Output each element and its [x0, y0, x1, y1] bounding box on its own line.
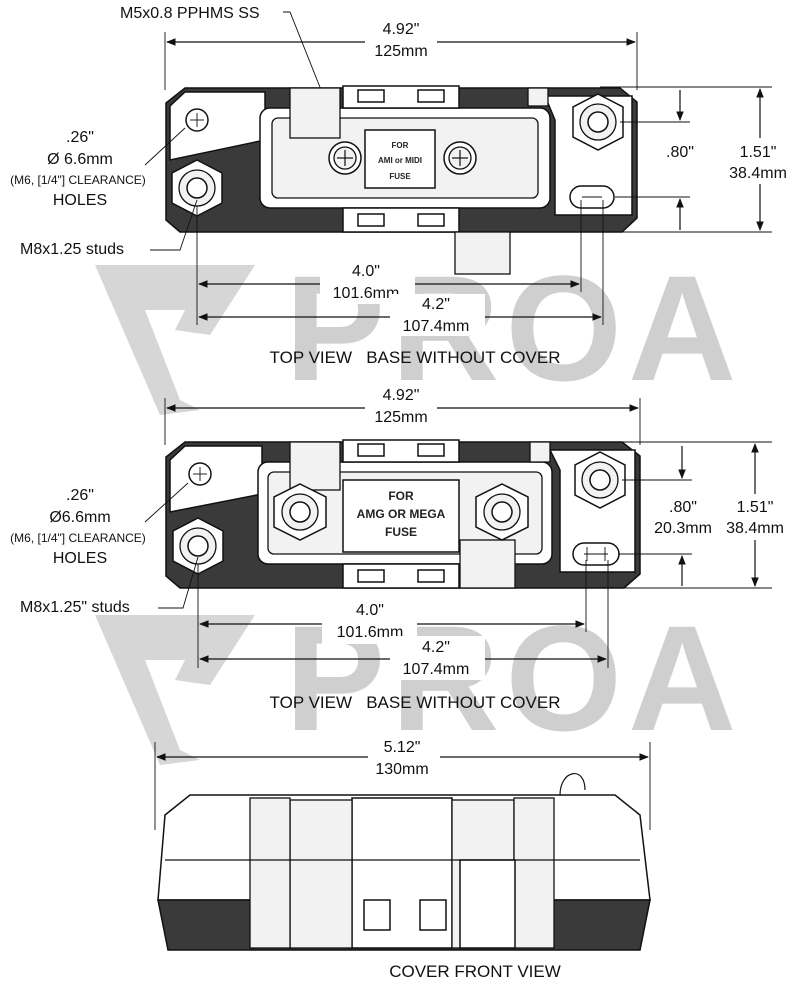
hole-size-mm: Ø6.6mm — [49, 509, 110, 526]
fuse-label-plate — [364, 129, 436, 189]
width-mm: 125mm — [374, 43, 427, 60]
stud-callout: M8x1.25 studs — [20, 241, 124, 258]
fuse-label-line2: AMI or MIDI — [378, 156, 422, 165]
watermark-logo — [95, 615, 255, 765]
front-view: 5.12" 130mm COVER FRONT VIEW — [154, 733, 651, 981]
view-title: TOP VIEW BASE WITHOUT COVER — [270, 693, 561, 712]
hole-label: HOLES — [53, 550, 107, 567]
screw-callout: M5x0.8 PPHMS SS — [120, 5, 260, 22]
width-inches: 5.12" — [384, 739, 421, 756]
hole-leader — [144, 482, 189, 523]
latch-tab — [454, 231, 511, 275]
hole-distance-mm: 107.4mm — [403, 318, 470, 335]
width-mm: 125mm — [374, 409, 427, 426]
stud-callout: M8x1.25" studs — [20, 599, 130, 616]
small-post — [527, 87, 549, 107]
top-clip — [417, 443, 445, 457]
hole-leader — [144, 127, 186, 166]
fuse-label-line1: FOR — [392, 141, 409, 150]
label-bg — [718, 494, 792, 540]
fuse-label-line2: AMG OR MEGA — [357, 507, 446, 521]
mounting-hole-icon — [188, 462, 212, 486]
hole-distance-inches: 4.2" — [422, 296, 450, 313]
cover-clip — [363, 899, 391, 931]
base-corner-left — [169, 445, 263, 513]
top-clip — [417, 89, 445, 103]
cover-hinge — [249, 797, 291, 949]
screw-icon — [328, 141, 362, 175]
stud-spacing-inches: .80" — [669, 499, 697, 516]
hole-clearance-note: (M6, [1/4"] CLEARANCE) — [10, 531, 146, 545]
cover-latch — [513, 797, 555, 949]
stud-leader — [150, 199, 198, 251]
hole-distance-inches: 4.2" — [422, 639, 450, 656]
mounting-slot-icon — [569, 185, 615, 209]
top-view-2: 4.92" 125mm FOR AMG OR MEGA FUSE — [10, 380, 792, 712]
bottom-clip — [417, 569, 445, 583]
cover-wire-loop — [559, 772, 586, 796]
stud-distance-inches: 4.0" — [356, 602, 384, 619]
bottom-clip — [357, 213, 385, 227]
label-bg — [722, 138, 792, 184]
fuse-stud-icon — [273, 483, 327, 541]
view-title: COVER FRONT VIEW — [389, 962, 561, 981]
cover-latch-tab — [459, 859, 516, 949]
width-inches: 4.92" — [383, 387, 420, 404]
top-view-1: 4.92" 125mm M5x0.8 PPHMS SS FOR AMI or M… — [10, 5, 792, 367]
hole-label: HOLES — [53, 192, 107, 209]
fuse-stud-icon — [475, 483, 529, 541]
width-inches: 4.92" — [383, 21, 420, 38]
fuse-label-line3: FUSE — [389, 172, 411, 181]
hole-clearance-note: (M6, [1/4"] CLEARANCE) — [10, 173, 146, 187]
stud-icon — [574, 451, 626, 509]
screw-icon — [443, 141, 477, 175]
cover-side-panel — [289, 799, 353, 949]
fuse-label-line3: FUSE — [385, 525, 417, 539]
small-post — [529, 441, 551, 463]
top-clip — [357, 443, 385, 457]
fuse-label-line1: FOR — [388, 489, 414, 503]
top-clip — [357, 89, 385, 103]
stud-icon — [171, 159, 223, 217]
cover-clip — [419, 899, 447, 931]
label-bg — [368, 733, 440, 781]
latch-tab — [459, 539, 516, 589]
stud-spacing-inches: .80" — [666, 144, 694, 161]
stud-leader — [158, 556, 199, 609]
height-inches: 1.51" — [740, 144, 777, 161]
hole-size-inches: .26" — [66, 487, 94, 504]
height-inches: 1.51" — [737, 499, 774, 516]
watermark-logo — [95, 265, 255, 415]
stud-distance-mm: 101.6mm — [333, 285, 400, 302]
bottom-clip — [417, 213, 445, 227]
stud-icon — [172, 517, 224, 575]
fuse-label-plate — [342, 479, 460, 553]
height-mm: 38.4mm — [726, 520, 784, 537]
bottom-clip — [357, 569, 385, 583]
width-mm: 130mm — [375, 761, 428, 778]
hinge-tab — [289, 441, 341, 491]
hole-size-mm: Ø 6.6mm — [47, 151, 113, 168]
height-mm: 38.4mm — [729, 165, 787, 182]
hinge-tab — [289, 87, 341, 139]
hole-distance-mm: 107.4mm — [403, 661, 470, 678]
label-bg — [390, 294, 485, 336]
stud-spacing-mm: 20.3mm — [654, 520, 712, 537]
stud-icon — [572, 93, 624, 151]
label-bg — [365, 14, 437, 62]
mounting-slot-icon — [572, 542, 620, 566]
stud-distance-inches: 4.0" — [352, 263, 380, 280]
label-bg — [390, 636, 485, 680]
hole-size-inches: .26" — [66, 129, 94, 146]
view-title: TOP VIEW BASE WITHOUT COVER — [270, 348, 561, 367]
stud-distance-mm: 101.6mm — [337, 624, 404, 641]
label-bg — [365, 380, 437, 428]
mounting-hole-icon — [185, 108, 209, 132]
